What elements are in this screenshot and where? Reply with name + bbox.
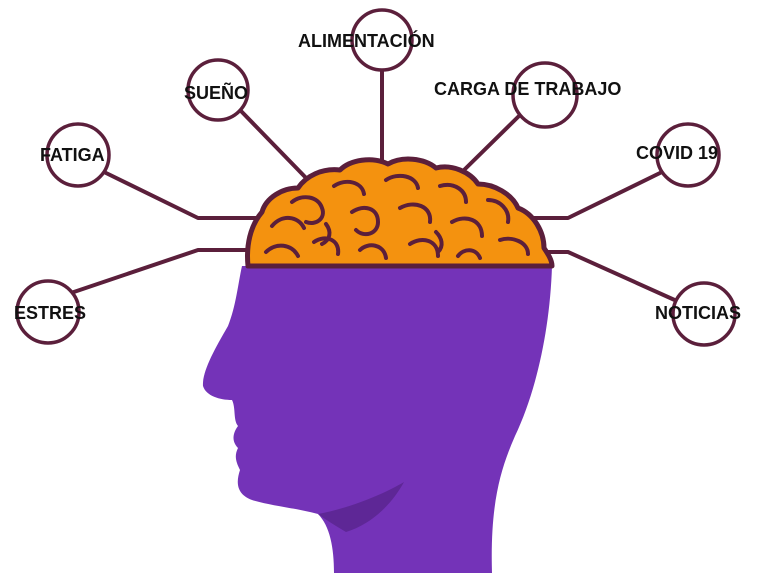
label-covid-19: COVID 19: [636, 144, 718, 162]
head-shape: [203, 266, 552, 573]
connector-covid: [512, 172, 662, 218]
connector-estres: [62, 250, 262, 296]
connector-carga: [462, 115, 520, 172]
label-fatiga: FATIGA: [40, 146, 105, 164]
label-alimentacion: ALIMENTACIÓN: [298, 32, 435, 50]
connector-fatiga: [104, 172, 268, 218]
label-noticias: NOTICIAS: [655, 304, 741, 322]
brain: [248, 159, 552, 266]
connector-noticias: [530, 252, 688, 306]
label-sueno: SUEÑO: [184, 84, 248, 102]
head-silhouette: [203, 266, 552, 573]
label-estres: ESTRES: [14, 304, 86, 322]
connector-sueno: [240, 110, 310, 182]
label-carga-de-trabajo: CARGA DE TRABAJO: [434, 80, 621, 98]
